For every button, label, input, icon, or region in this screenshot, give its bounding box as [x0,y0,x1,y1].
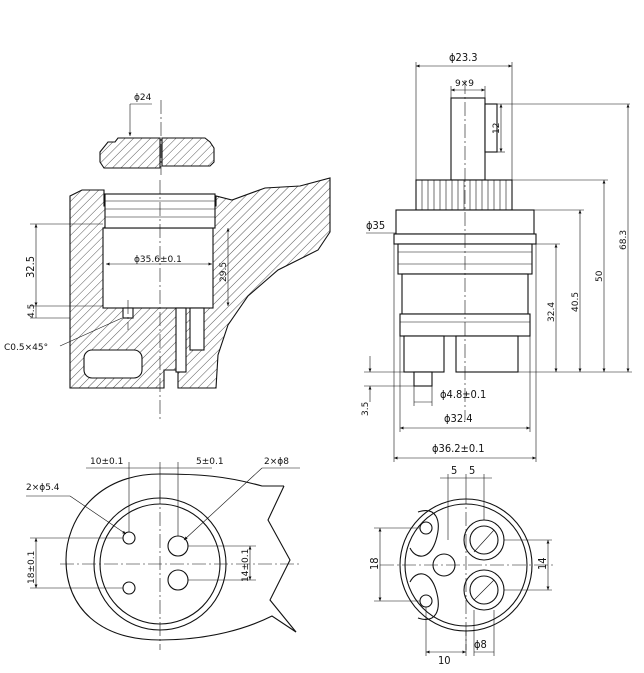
dim-h50: 50 [595,270,605,282]
dim-d23-3: ϕ23.3 [449,51,478,64]
dim-b8: ϕ8 [474,638,487,651]
cartridge-bottom-view: 5 5 18 14 10 ϕ8 [368,464,556,667]
dim-d24: ϕ24 [134,93,152,103]
body-outline [65,473,297,641]
body-section-view: ϕ24 32.5 4.5 C0.5×45° ϕ35.6±0.1 29.5 [4,93,331,420]
dim-b10: 10 [438,654,451,667]
dim-s5: 5±0.1 [196,457,224,467]
dim-h3-5: 3.5 [361,402,371,416]
cartridge-side-view: ϕ23.3 9×9 12 ϕ35 32.4 40.5 50 68.3 3.5 [361,51,632,462]
dim-chamfer: C0.5×45° [4,343,48,353]
dim-h32-4: 32.4 [547,302,557,322]
dim-v14: 14±0.1 [241,549,251,582]
dim-d35-6: ϕ35.6±0.1 [134,255,182,265]
dim-s10: 10±0.1 [90,457,123,467]
dim-v18: 18±0.1 [27,551,37,584]
dim-d36-2: ϕ36.2±0.1 [432,442,485,455]
dim-holes8: 2×ϕ8 [264,457,289,467]
dim-h4-5: 4.5 [27,304,37,318]
dim-s5b: 5 [469,464,475,477]
dim-v18b: 18 [368,557,381,570]
dim-d32-4: ϕ32.4 [444,412,473,425]
body-bottom-view: 10±0.1 5±0.1 2×ϕ8 2×ϕ5.4 18±0.1 14±0.1 [26,457,300,650]
dim-v14b: 14 [536,557,549,570]
dim-h32-5: 32.5 [24,256,37,278]
dim-spline: 9×9 [455,79,474,89]
dim-h68-3: 68.3 [619,230,629,250]
dim-d4-8: ϕ4.8±0.1 [440,388,486,401]
knurl-lines [421,180,507,210]
nut-detail: ϕ24 [99,93,215,175]
dim-s5a: 5 [451,464,457,477]
dim-h29-5: 29.5 [219,262,229,282]
dim-h12: 12 [492,123,502,134]
dim-d35: ϕ35 [366,219,385,232]
dim-h40-5: 40.5 [571,292,581,312]
dim-holes5-4: 2×ϕ5.4 [26,483,60,493]
